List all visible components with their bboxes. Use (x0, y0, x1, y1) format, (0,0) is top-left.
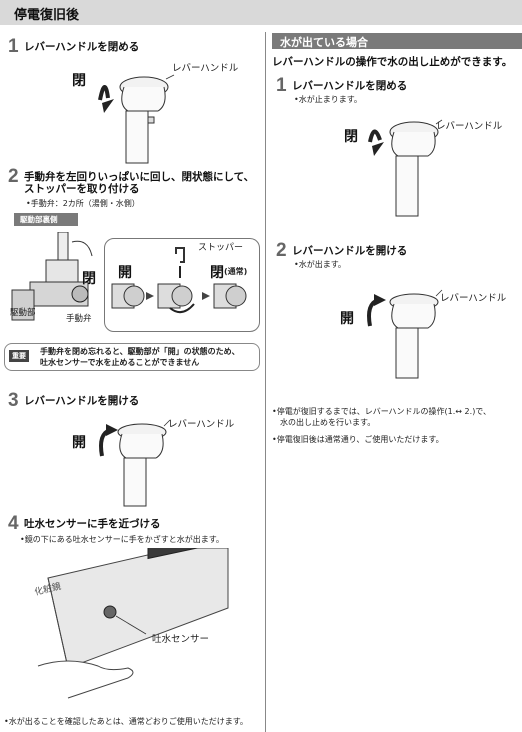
lever-handle-label: レバーハンドル (440, 293, 507, 304)
warning-line1: 手動弁を閉め忘れると、駆動部が「開」の状態のため、 (40, 347, 240, 356)
section-tag: 駆動部裏側 (14, 213, 78, 226)
leader-line (165, 74, 175, 80)
drive-unit-illustration (11, 232, 93, 321)
step-title: レバーハンドルを閉める (24, 41, 140, 53)
valve-closed-icon (213, 283, 247, 309)
step-note: •水が出ます。 (294, 260, 346, 269)
step-number: 2 (8, 166, 19, 187)
sensor-icon (103, 605, 117, 619)
note2: •停電復旧後は通常通り、ご使用いただけます。 (272, 435, 444, 444)
note1-line1: •停電が復旧するまでは、レバーハンドルの操作(1.↔ 2.)で、 (272, 407, 491, 416)
arrow-head-icon (372, 142, 384, 156)
step-title: 吐水センサーに手を近づける (24, 518, 161, 530)
step-title: レバーハンドルを閉める (292, 80, 408, 92)
footer-note: •水が出ることを確認したあとは、通常どおりご使用いただけます。 (4, 717, 248, 726)
mirror-cabinet-illustration (37, 548, 229, 699)
section-header: 停電復旧後 (0, 0, 522, 25)
hand-illustration (37, 660, 134, 699)
lever-handle-label: レバーハンドル (436, 121, 503, 132)
control-panel (147, 548, 213, 560)
faucet-head (121, 86, 166, 112)
faucet-body (125, 110, 149, 164)
step-title: レバーハンドルを開ける (24, 395, 140, 407)
cabinet (47, 548, 229, 669)
drive-unit-top (45, 259, 79, 283)
warning-box (4, 343, 260, 371)
page-title: 停電復旧後 (14, 8, 80, 23)
faucet-body (395, 327, 419, 379)
close-arrow-icon (98, 85, 110, 101)
arrow-head-icon (374, 294, 386, 306)
faucet-close-illustration (368, 119, 443, 217)
faucet-open-illustration (367, 289, 443, 379)
next-arrow-icon (146, 292, 154, 300)
close-label: 閉 (210, 265, 224, 281)
drive-unit-label: 駆動部 (10, 308, 36, 318)
step-number: 1 (276, 75, 287, 96)
close-arrow-icon (368, 129, 382, 143)
stopper-steps-illustration (111, 247, 247, 314)
stopper-icon (175, 247, 185, 263)
lever-handle-label: レバーハンドル (168, 419, 235, 430)
faucet-body (123, 457, 147, 507)
close-normal-label: (通常) (224, 267, 248, 276)
manual-valve-icon (71, 285, 89, 303)
step-note: •鏡の下にある吐水センサーに手をかざすと水が出ます。 (20, 535, 224, 544)
step-note: •水が止まります。 (294, 95, 362, 104)
column-divider (265, 32, 266, 732)
subsection-header: 水が出ている場合 (272, 33, 522, 49)
warning-line2: 吐水センサーで水を止めることができません (40, 358, 200, 367)
open-label: 開 (118, 265, 132, 281)
step-title-line2: ストッパーを取り付ける (24, 183, 140, 195)
open-label: 開 (72, 435, 86, 451)
stopper-procedure-panel (104, 238, 260, 332)
sensor-label: 吐水センサー (152, 634, 210, 645)
stopper-label: ストッパー (198, 243, 244, 253)
step-number: 2 (276, 240, 287, 261)
faucet-head (119, 433, 164, 459)
close-big-label: 閉 (82, 271, 96, 287)
step-title-line1: 手動弁を左回りいっぱいに回し、閉状態にして、 (24, 171, 255, 183)
lever-handle-label: レバーハンドル (172, 63, 239, 74)
note1-line2: 水の出し止めを行います。 (280, 418, 376, 427)
arrow-head-icon (106, 424, 118, 436)
faucet-close-illustration (98, 74, 175, 164)
drive-unit-side (11, 289, 35, 321)
intro-text: レバーハンドルの操作で水の出し止めができます。 (272, 56, 513, 68)
important-badge: 重要 (9, 350, 29, 362)
supply-pipe (57, 232, 69, 263)
manual-valve-label: 手動弁 (66, 314, 92, 324)
step-note: •手動弁：2カ所（湯側・水側） (26, 199, 140, 208)
faucet-head (391, 303, 436, 329)
faucet-open-illustration (99, 419, 171, 507)
faucet-head (391, 131, 436, 157)
spout-detail (147, 116, 155, 124)
valve-open-icon (111, 283, 145, 309)
next-arrow-icon (202, 292, 210, 300)
valve-turn-icon (157, 247, 195, 314)
arrow-head-icon (102, 99, 114, 113)
close-label: 閉 (72, 73, 86, 89)
step-number: 1 (8, 36, 19, 57)
close-label: 閉 (344, 129, 358, 145)
faucet-body (395, 155, 419, 217)
step-number: 4 (8, 513, 19, 534)
step-number: 3 (8, 390, 19, 411)
step-title: レバーハンドルを開ける (292, 245, 408, 257)
open-label: 開 (340, 311, 354, 327)
